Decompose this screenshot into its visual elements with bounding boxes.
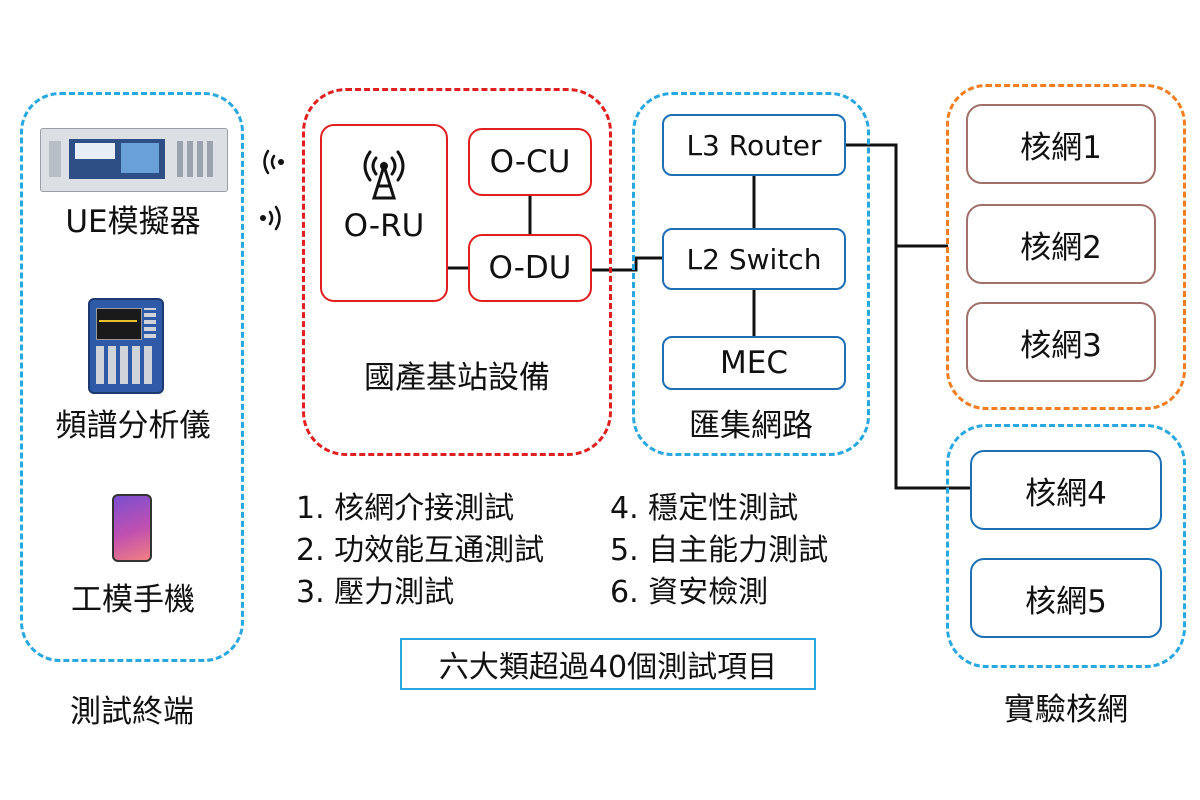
core-network-2-label: 核網2 [1020, 229, 1102, 266]
oru-label: O-RU [343, 208, 425, 244]
spectrum-analyzer-image [88, 298, 164, 394]
test-summary-label: 六大類超過40個測試項目 [438, 650, 778, 685]
ue-simulator-image [40, 128, 228, 192]
test-item: 4. 穩定性測試 [610, 491, 799, 526]
core-network-3-label: 核網3 [1020, 327, 1102, 364]
core-network-2-box: 核網2 [966, 204, 1156, 284]
aggregation-group [632, 92, 870, 456]
test-list-left: 1. 核網介接測試 2. 功效能互通測試 3. 壓力測試 [296, 488, 544, 614]
core-network-5-label: 核網5 [1025, 583, 1107, 620]
core-group-a [946, 84, 1186, 410]
mec-box: MEC [662, 336, 846, 390]
core-network-1-label: 核網1 [1020, 129, 1102, 166]
odu-label: O-DU [488, 250, 572, 286]
test-item: 2. 功效能互通測試 [296, 533, 545, 568]
base-station-group [302, 88, 612, 456]
test-summary-box: 六大類超過40個測試項目 [400, 638, 816, 690]
test-list-right: 4. 穩定性測試 5. 自主能力測試 6. 資安檢測 [610, 488, 828, 614]
aggregation-group-label: 匯集網路 [689, 408, 813, 444]
ocu-label: O-CU [489, 144, 571, 180]
core-group-label: 實驗核網 [1004, 692, 1128, 728]
core-network-4-label: 核網4 [1025, 475, 1107, 512]
wireless-wave-icon [260, 149, 284, 231]
test-item: 1. 核網介接測試 [296, 491, 515, 526]
l3-router-label: L3 Router [686, 128, 822, 162]
test-phone-image [112, 494, 152, 562]
terminals-group-label: 測試終端 [70, 694, 194, 730]
test-item: 3. 壓力測試 [296, 575, 455, 610]
l3-router-box: L3 Router [662, 114, 846, 176]
terminals-group [20, 92, 244, 662]
odu-box: O-DU [468, 234, 592, 302]
ocu-box: O-CU [468, 128, 592, 196]
core-network-4-box: 核網4 [970, 450, 1162, 530]
mec-label: MEC [720, 345, 788, 381]
core-network-5-box: 核網5 [970, 558, 1162, 638]
core-network-1-box: 核網1 [966, 104, 1156, 184]
base-station-group-label: 國產基站設備 [364, 360, 550, 396]
test-item: 5. 自主能力測試 [610, 533, 829, 568]
terminal-label-spectrum: 頻譜分析儀 [55, 408, 211, 444]
antenna-icon [363, 150, 405, 200]
terminal-label-phone: 工模手機 [71, 582, 195, 618]
core-network-3-box: 核網3 [966, 302, 1156, 382]
l2-switch-label: L2 Switch [686, 242, 822, 276]
l2-switch-box: L2 Switch [662, 228, 846, 290]
test-item: 6. 資安檢測 [610, 575, 769, 610]
oru-box: O-RU [320, 124, 448, 302]
core-group-b [946, 424, 1186, 668]
terminal-label-ue: UE模擬器 [65, 204, 201, 240]
